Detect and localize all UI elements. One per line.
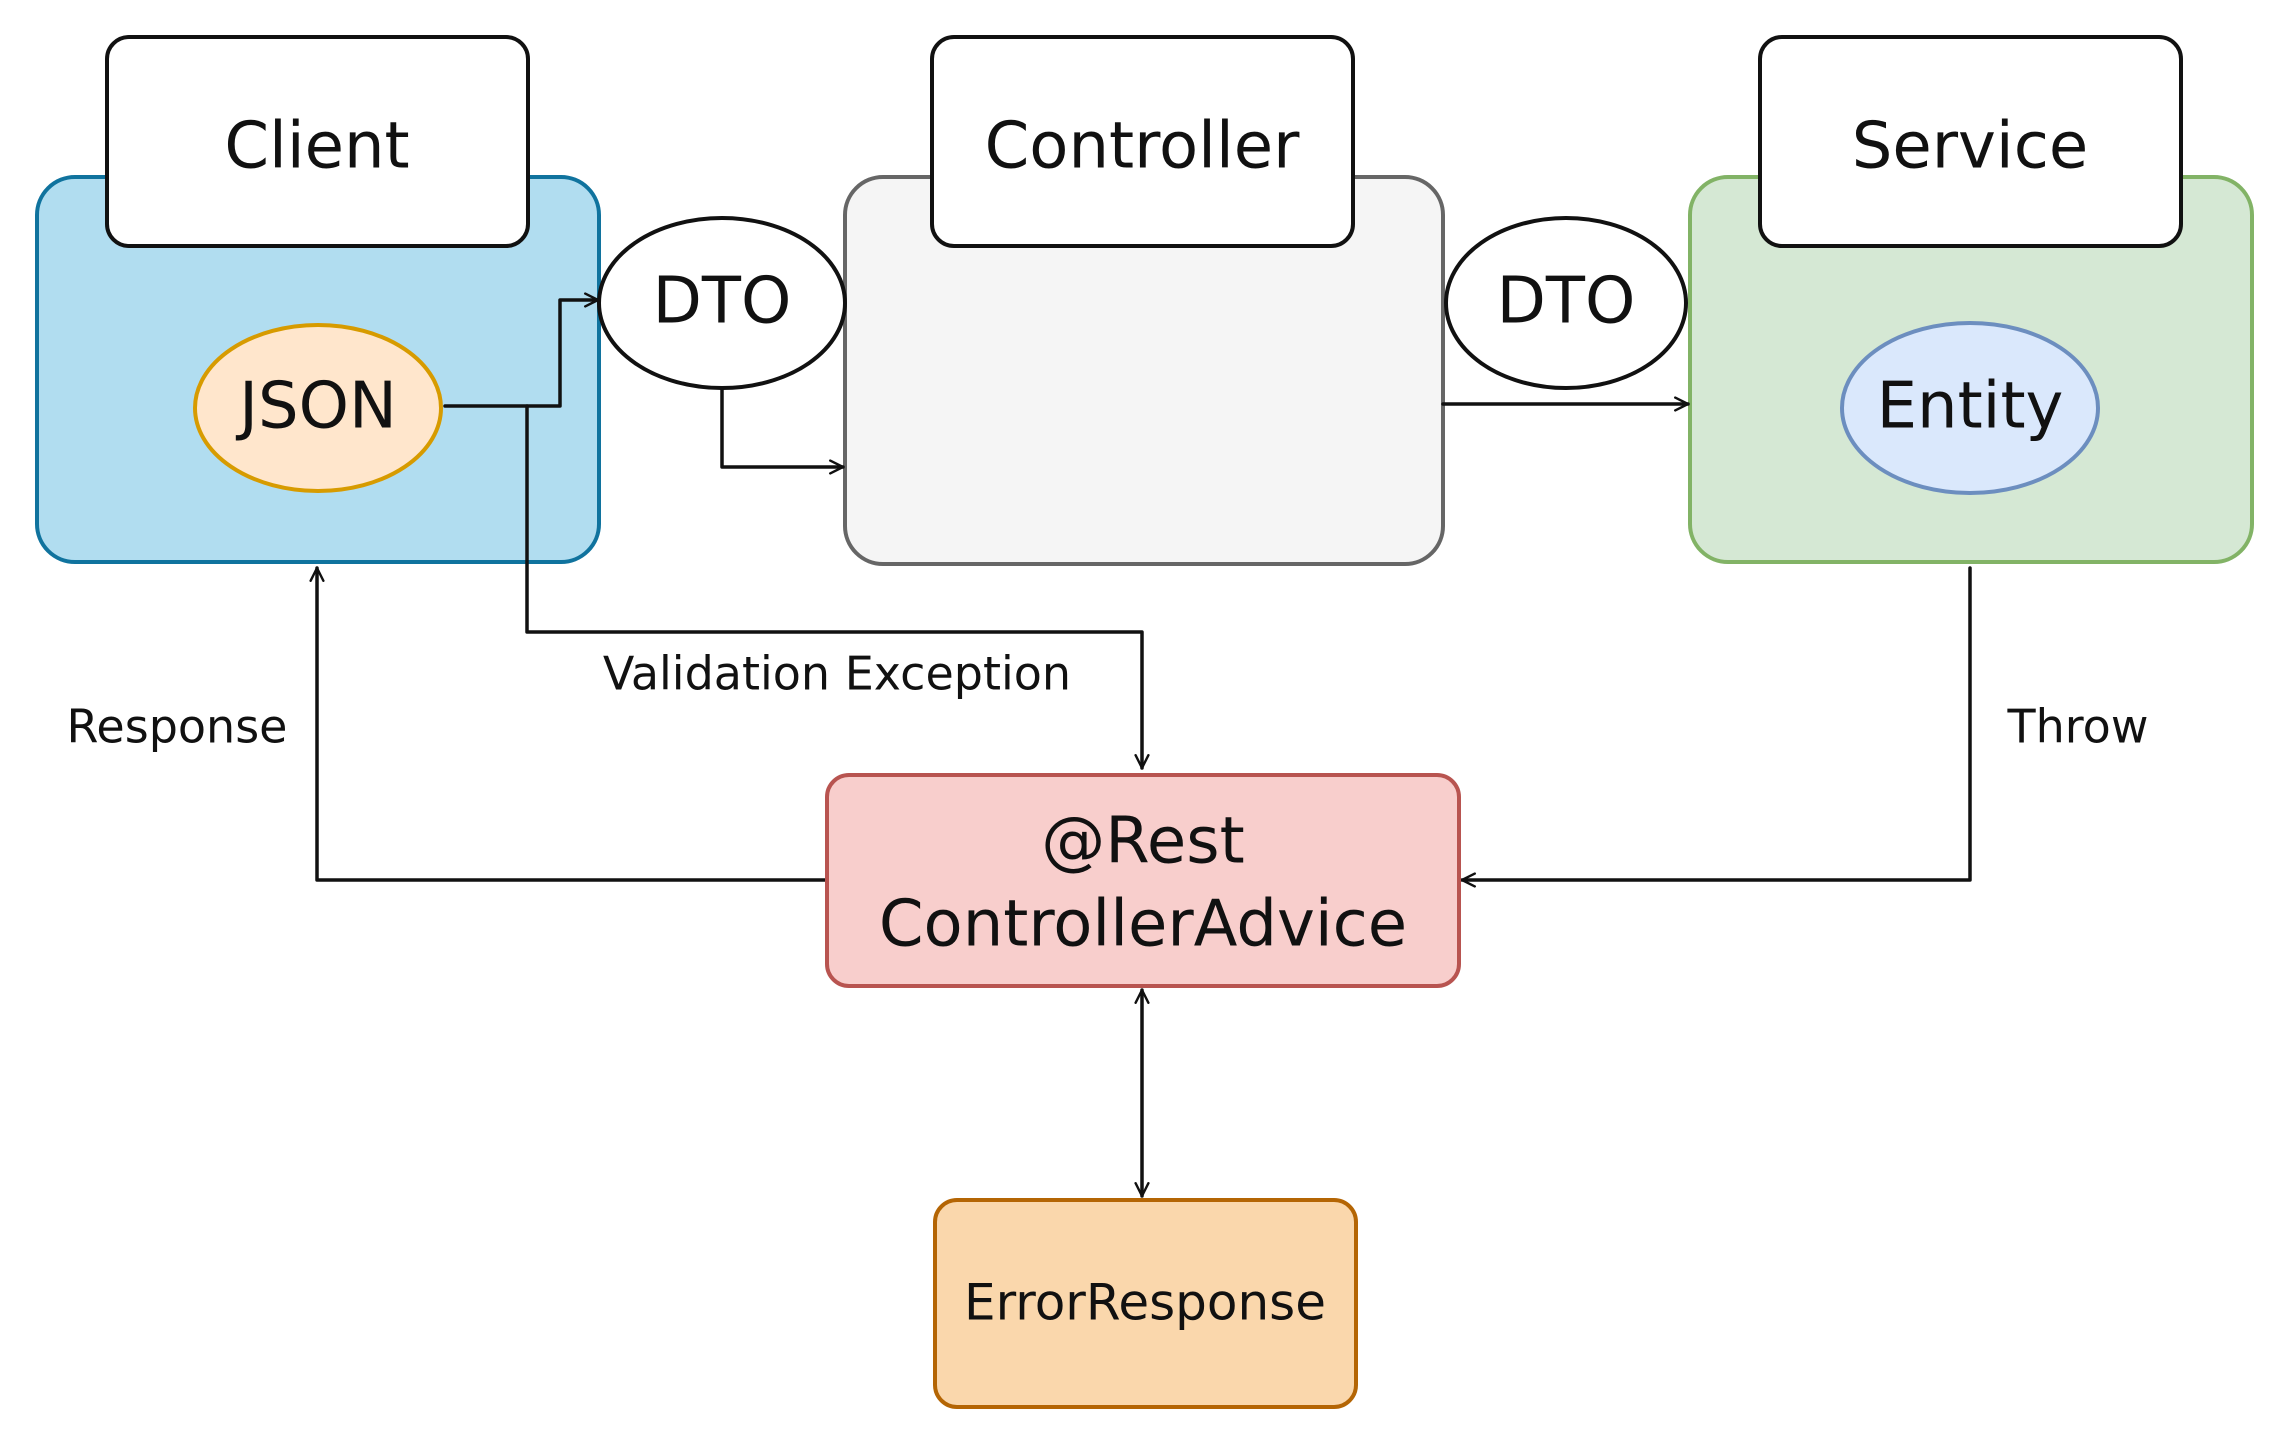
controller-title: Controller xyxy=(985,110,1301,184)
throw-label: Throw xyxy=(2007,700,2149,754)
service-header-box xyxy=(1758,35,2183,248)
error-response-node: ErrorResponse xyxy=(933,1198,1358,1409)
entity-node: Entity xyxy=(1840,321,2100,495)
error-response-label: ErrorResponse xyxy=(964,1274,1326,1332)
json-label: JSON xyxy=(235,370,397,444)
controller-container: Controller xyxy=(843,35,1445,566)
response-label: Response xyxy=(67,700,288,754)
client-title: Client xyxy=(224,110,409,184)
client-header-box xyxy=(105,35,530,248)
service-title: Service xyxy=(1852,110,2089,184)
rest-controller-advice-line1: @Rest xyxy=(1041,805,1244,879)
edge-dto-to-controller xyxy=(720,383,845,475)
entity-label: Entity xyxy=(1877,370,2064,444)
json-ellipse xyxy=(193,323,443,493)
controller-header-box xyxy=(930,35,1355,248)
dto-right-ellipse xyxy=(1444,216,1688,390)
rest-controller-advice-line2: ControllerAdvice xyxy=(879,888,1407,962)
entity-ellipse xyxy=(1840,321,2100,495)
error-response-box xyxy=(933,1198,1358,1409)
validation-exception-label: Validation Exception xyxy=(603,647,1071,701)
dto-right-label: DTO xyxy=(1497,265,1636,339)
rest-controller-advice-box xyxy=(825,773,1461,988)
json-node: JSON xyxy=(193,323,443,493)
edge-response xyxy=(309,566,827,882)
edge-json-to-dto xyxy=(443,292,600,408)
edge-validation-exception xyxy=(525,404,1150,770)
dto-left-ellipse xyxy=(597,216,847,390)
rest-controller-advice-node: @Rest ControllerAdvice xyxy=(825,773,1461,988)
edges xyxy=(309,292,1972,1198)
dto-right-node: DTO xyxy=(1444,216,1688,390)
edge-throw xyxy=(1460,566,1972,888)
dto-left-label: DTO xyxy=(653,265,792,339)
dto-left-node: DTO xyxy=(597,216,847,390)
